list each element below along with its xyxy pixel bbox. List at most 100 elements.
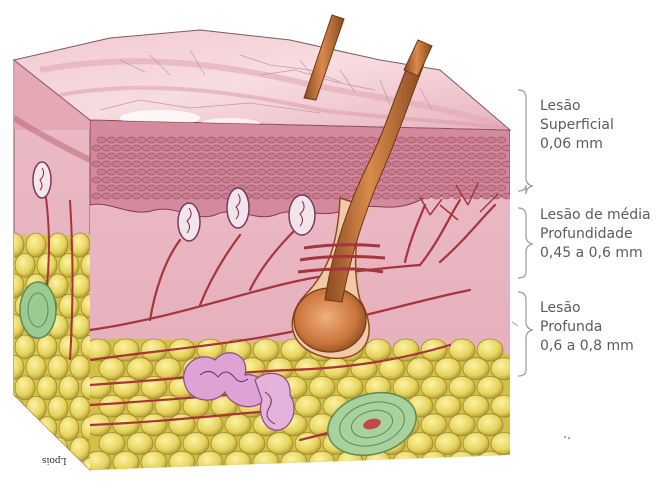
label-line: Lesão <box>540 299 634 318</box>
epidermal-cell <box>242 177 251 183</box>
fat-cell <box>155 433 181 455</box>
epidermal-cell <box>252 161 261 167</box>
label-line: Profundidade <box>540 225 651 244</box>
epidermal-cell <box>217 185 226 191</box>
epidermal-cell <box>337 153 346 159</box>
epidermal-cell <box>177 185 186 191</box>
fat-cell <box>211 433 237 455</box>
epidermal-cell <box>417 153 426 159</box>
fat-cell <box>48 396 68 420</box>
epidermal-cell <box>182 193 191 199</box>
epidermal-cell <box>422 161 431 167</box>
epidermal-cell <box>142 193 151 199</box>
epidermal-cell <box>392 161 401 167</box>
fat-cell <box>59 253 79 277</box>
epidermal-cell <box>247 169 256 175</box>
epidermal-cell <box>407 153 416 159</box>
epidermal-cell <box>422 193 431 199</box>
epidermal-cell <box>272 193 281 199</box>
epidermal-cell <box>262 193 271 199</box>
fat-cell <box>37 253 57 277</box>
epidermal-cell <box>262 145 271 151</box>
fat-cell <box>169 451 195 473</box>
epidermal-cell <box>197 185 206 191</box>
epidermal-cell <box>97 169 106 175</box>
fat-cell <box>435 433 461 455</box>
fat-cell <box>183 433 209 455</box>
epidermal-cell <box>317 185 326 191</box>
epidermal-cell <box>482 193 491 199</box>
epidermal-cell <box>132 193 141 199</box>
epidermal-cell <box>282 177 291 183</box>
epidermal-cell <box>122 145 131 151</box>
epidermal-cell <box>342 145 351 151</box>
epidermal-cell <box>227 137 236 143</box>
epidermal-cell <box>302 161 311 167</box>
epidermal-cell <box>182 145 191 151</box>
epidermal-cell <box>297 169 306 175</box>
fat-cell <box>15 457 35 481</box>
epidermal-cell <box>347 137 356 143</box>
epidermal-cell <box>447 153 456 159</box>
epidermal-cell <box>407 185 416 191</box>
epidermal-cell <box>322 161 331 167</box>
fat-cell <box>351 358 377 380</box>
fat-cell <box>225 414 251 436</box>
epidermal-cell <box>442 161 451 167</box>
epidermal-cell <box>247 137 256 143</box>
epidermal-cell <box>102 145 111 151</box>
epidermal-cell <box>307 137 316 143</box>
fat-cell <box>449 376 475 398</box>
epidermal-cell <box>432 161 441 167</box>
fat-cell <box>477 451 503 473</box>
fat-cell <box>477 376 503 398</box>
fat-cell <box>491 433 517 455</box>
epidermal-cell <box>352 145 361 151</box>
epidermal-cell <box>442 193 451 199</box>
fat-cell <box>70 396 90 420</box>
epidermal-cell <box>477 169 486 175</box>
epidermal-cell <box>267 153 276 159</box>
fat-cell <box>127 358 153 380</box>
epidermal-cell <box>207 137 216 143</box>
epidermal-cell <box>447 169 456 175</box>
fat-cell <box>421 376 447 398</box>
epidermal-cell <box>182 177 191 183</box>
epidermal-cell <box>152 145 161 151</box>
epidermal-cell <box>342 161 351 167</box>
epidermal-cell <box>237 153 246 159</box>
fat-cell <box>70 315 90 339</box>
epidermal-cell <box>202 161 211 167</box>
epidermal-cell <box>217 153 226 159</box>
epidermal-cell <box>257 137 266 143</box>
fat-cell <box>4 396 24 420</box>
fat-cell <box>15 417 35 441</box>
fat-cell <box>309 451 335 473</box>
fat-cell <box>337 376 363 398</box>
fat-cell <box>26 355 46 379</box>
fat-cell <box>59 335 79 359</box>
epidermal-cell <box>402 145 411 151</box>
epidermal-cell <box>107 153 116 159</box>
epidermal-cell <box>202 177 211 183</box>
epidermal-cell <box>192 161 201 167</box>
epidermal-cell <box>162 145 171 151</box>
epidermal-cell <box>472 145 481 151</box>
epidermal-cell <box>322 145 331 151</box>
label-line: Lesão <box>540 97 614 116</box>
epidermal-cell <box>312 177 321 183</box>
epidermal-cell <box>207 169 216 175</box>
epidermal-cell <box>437 185 446 191</box>
epidermal-cell <box>297 153 306 159</box>
epidermal-cell <box>302 177 311 183</box>
epidermal-cell <box>172 193 181 199</box>
epidermal-cell <box>97 185 106 191</box>
epidermal-cell <box>317 169 326 175</box>
epidermal-cell <box>102 177 111 183</box>
epidermal-cell <box>312 161 321 167</box>
epidermal-cell <box>247 153 256 159</box>
epidermal-cell <box>402 161 411 167</box>
epidermal-cell <box>252 145 261 151</box>
epidermal-cell <box>157 185 166 191</box>
epidermal-cell <box>277 153 286 159</box>
